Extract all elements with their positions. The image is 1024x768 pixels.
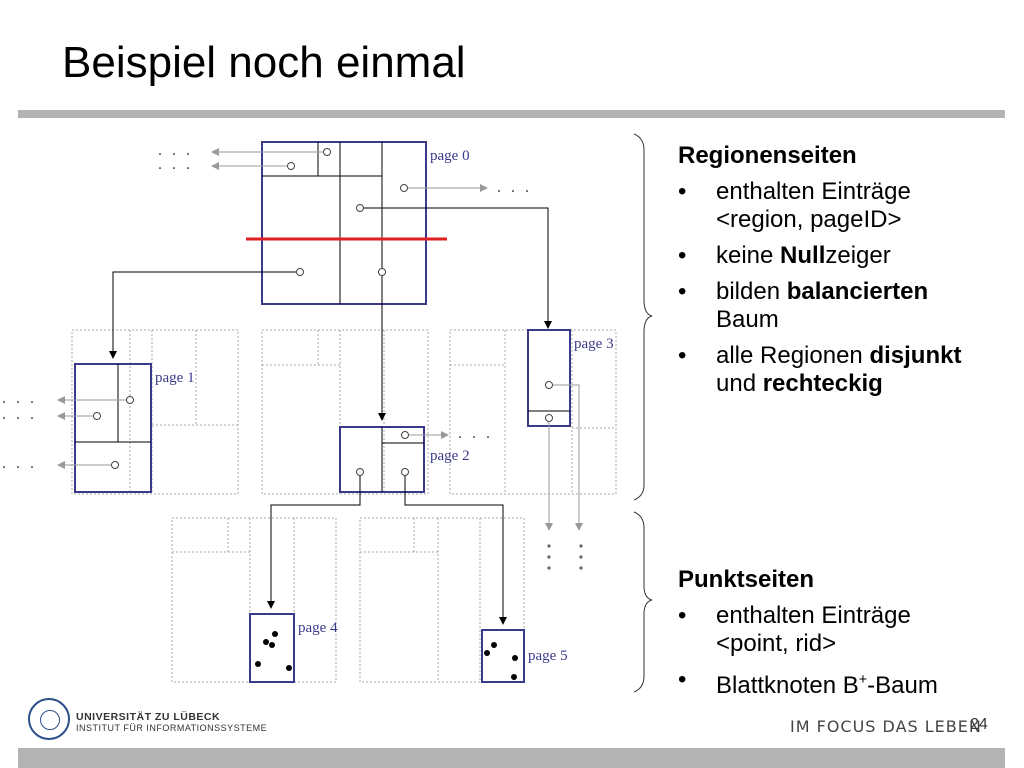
page-2-label: page 2 [430, 448, 470, 464]
inactive-region-pages [71, 329, 617, 683]
list-item: keine Nullzeiger [678, 242, 978, 270]
list-item: Blattknoten B+-Baum [678, 666, 978, 700]
page-3-label: page 3 [574, 336, 614, 352]
page-5-label: page 5 [528, 648, 568, 664]
kdb-tree-diagram: page 0 page 1 page 2 page 3 page 4 page … [2, 133, 653, 693]
list-item: alle Regionen disjunkt und rechteckig [678, 342, 978, 398]
motto: IM FOCUS DAS LEBEN [790, 717, 982, 736]
ellipsis: . . . [497, 179, 532, 196]
list-item: enthalten Einträge <region, pageID> [678, 178, 978, 234]
page-number: 24 [970, 716, 988, 733]
university-name: UNIVERSITÄT ZU LÜBECK [76, 711, 221, 723]
page-0 [261, 141, 427, 305]
university-seal-icon [28, 698, 70, 740]
page-1-label: page 1 [155, 370, 195, 386]
institute-name: INSTITUT FÜR INFORMATIONSSYSTEME [76, 723, 268, 733]
list-item: bilden balancierten Baum [678, 278, 978, 334]
ellipsis: . . . [158, 156, 193, 173]
list-item: enthalten Einträge <point, rid> [678, 602, 978, 658]
ellipsis: . . . [458, 425, 493, 442]
page-5 [481, 629, 525, 683]
braces [633, 133, 653, 693]
ellipsis: . . . [2, 406, 37, 423]
footer-bar [18, 748, 1005, 768]
point-pages-heading: Punktseiten [678, 566, 815, 593]
page-4 [249, 613, 295, 683]
region-pages-heading: Regionenseiten [678, 142, 857, 169]
region-pages-panel: Regionenseiten enthalten Einträge <regio… [678, 142, 978, 406]
ellipsis: . . . [2, 390, 37, 407]
title-divider [18, 110, 1005, 118]
page-4-label: page 4 [298, 620, 338, 636]
page-1 [74, 363, 152, 493]
page-3 [527, 329, 571, 427]
slide-title: Beispiel noch einmal [62, 38, 466, 87]
page-0-label: page 0 [430, 148, 470, 164]
point-pages-panel: Punktseiten enthalten Einträge <point, r… [678, 566, 978, 708]
ellipsis: . . . [2, 455, 37, 472]
ellipsis: . . . [158, 142, 193, 159]
